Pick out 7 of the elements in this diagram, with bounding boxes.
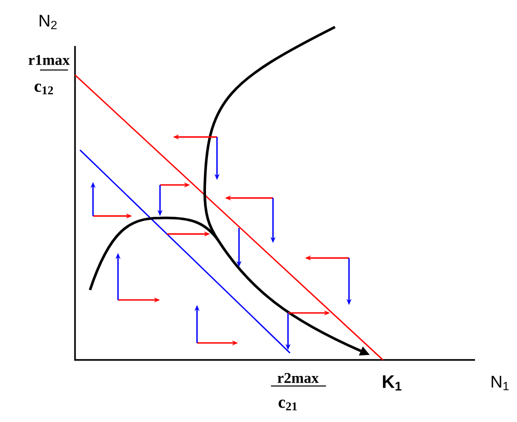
axis-label: r1max bbox=[28, 54, 70, 65]
axis-label: r2max bbox=[278, 372, 319, 384]
axis-label: N$_{2}$ bbox=[40, 14, 57, 30]
axis-label: N$_{1}$ bbox=[492, 376, 509, 390]
axis-label: c$_{12}$ bbox=[34, 84, 53, 94]
axis-label: c$_{21}$ bbox=[278, 400, 297, 410]
axis-label: K$_{1}$ bbox=[382, 375, 402, 391]
